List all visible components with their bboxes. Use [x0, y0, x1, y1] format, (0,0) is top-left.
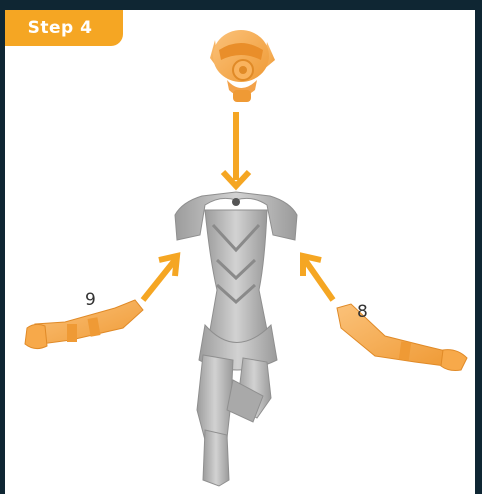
assembly-arrow-right: [303, 256, 333, 300]
torso-body-part: [175, 192, 297, 486]
left-arm-number: 9: [85, 290, 96, 310]
left-arm-part: [25, 300, 143, 349]
assembly-arrow-left: [143, 256, 177, 300]
helmeted-head-part: [210, 30, 275, 102]
assembly-arrow-down: [223, 112, 249, 186]
assembly-illustration: [5, 10, 475, 494]
instruction-panel: Step 4 9 8: [5, 10, 475, 494]
right-arm-number: 8: [357, 302, 368, 322]
step-badge: Step 4: [5, 10, 123, 46]
